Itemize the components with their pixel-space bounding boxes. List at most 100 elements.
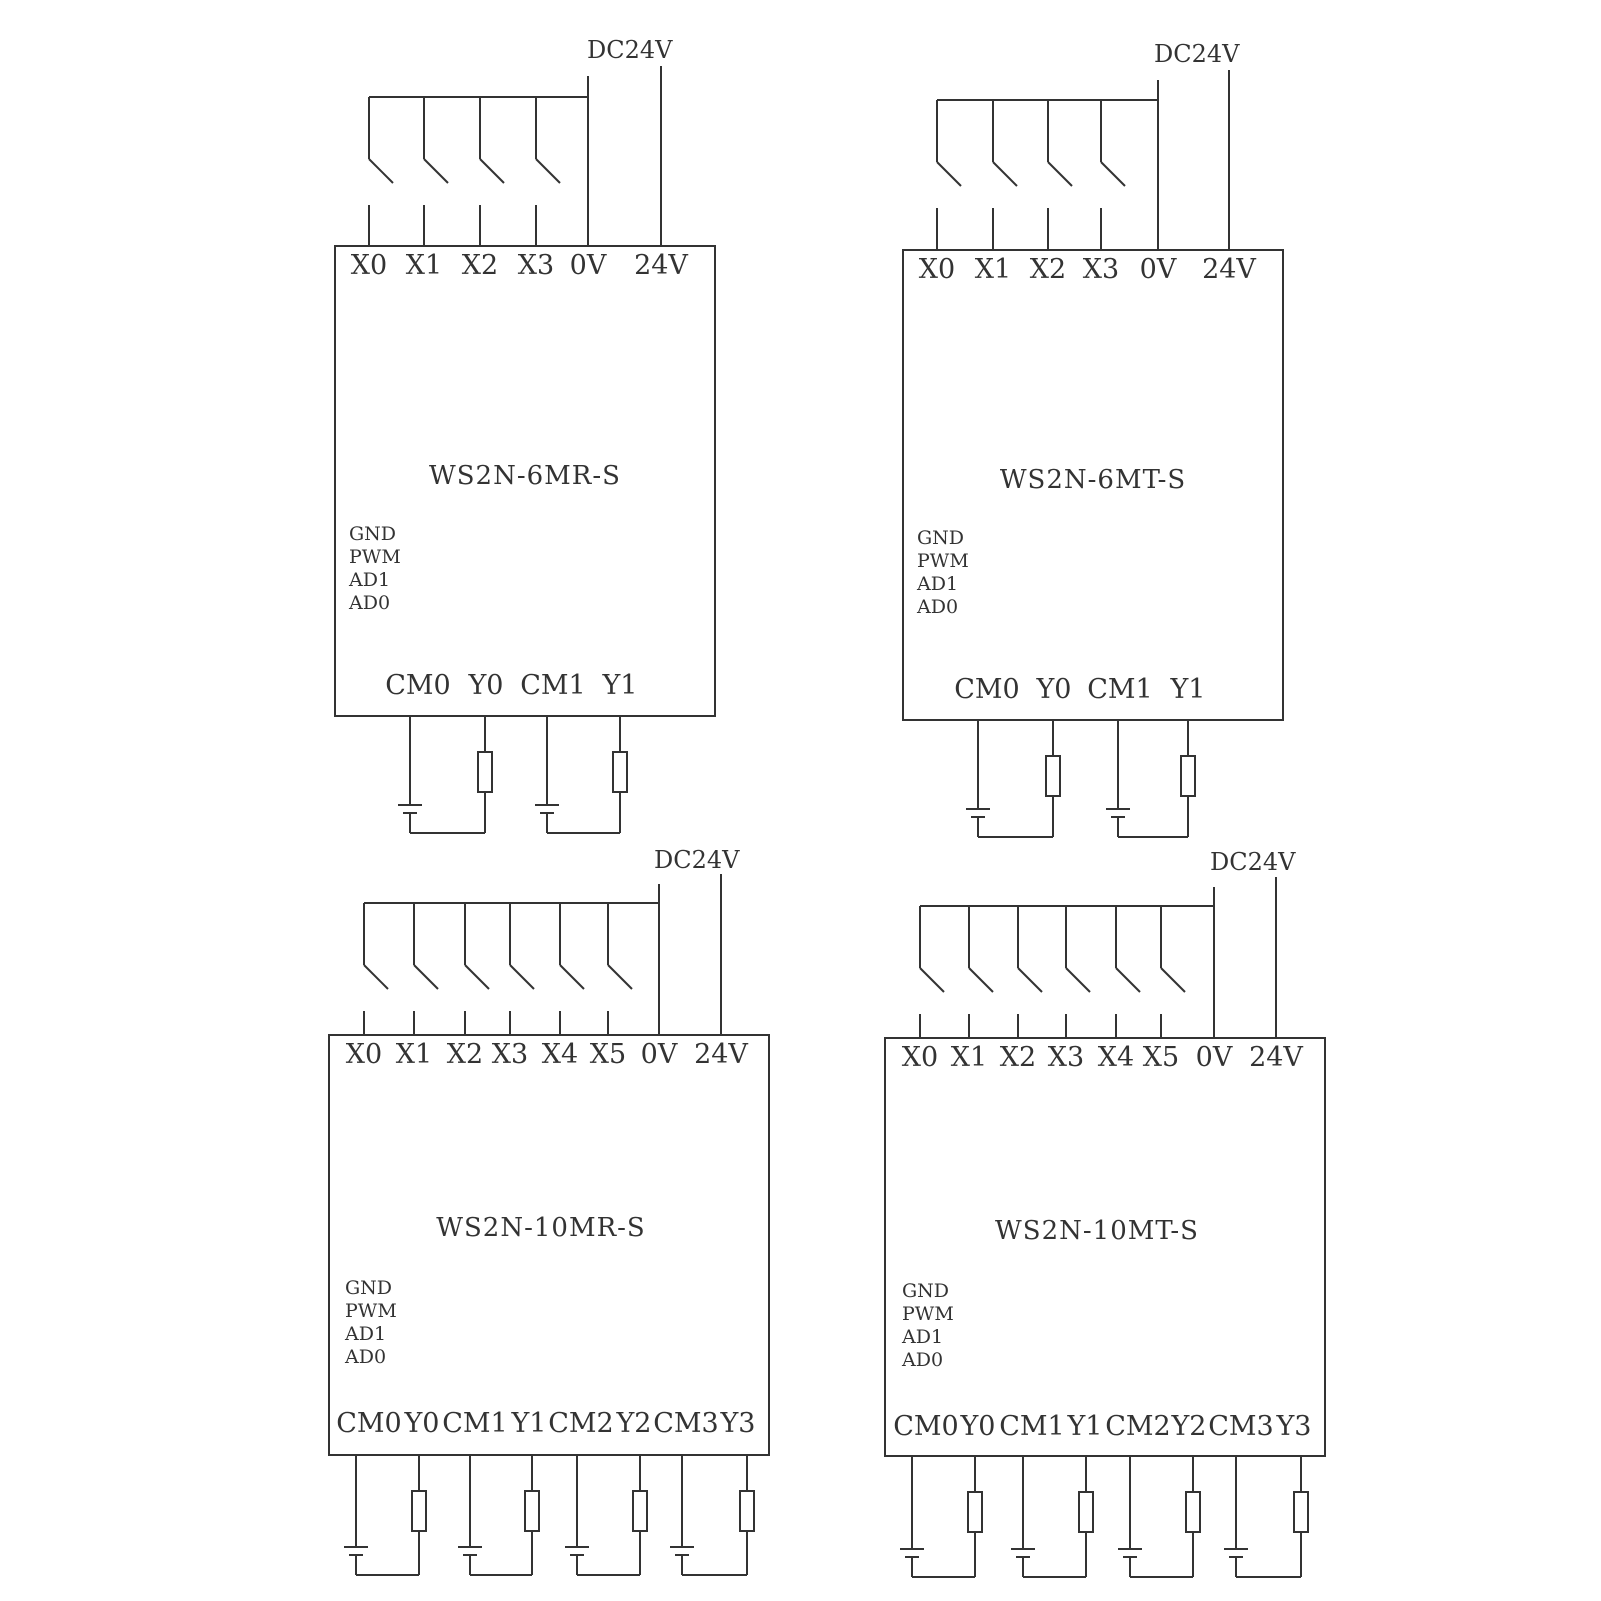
input-terminal-label: X0 xyxy=(351,250,387,281)
switch-blade xyxy=(1017,967,1043,993)
supply-label: DC24V xyxy=(1210,848,1296,876)
input-terminal-label: X3 xyxy=(1048,1042,1084,1073)
plc-module-box xyxy=(884,1037,1326,1457)
output-loop-y0 xyxy=(344,1455,427,1576)
model-name: WS2N-10MT-S xyxy=(995,1216,1199,1246)
input-switch-x3 xyxy=(1065,906,1091,1040)
input-terminal-label: X4 xyxy=(542,1039,578,1070)
output-terminal-label: Y3 xyxy=(719,1408,755,1439)
side-terminal-label: AD0 xyxy=(916,596,958,618)
output-loop-y0 xyxy=(398,716,493,834)
output-loop-y1 xyxy=(1011,1456,1094,1578)
switch-blade xyxy=(535,158,561,184)
switch-blade xyxy=(363,964,389,990)
output-loop-y3 xyxy=(670,1455,755,1576)
supply-label: DC24V xyxy=(587,36,673,64)
output-loop-y1 xyxy=(535,716,628,834)
switch-blade xyxy=(413,964,439,990)
input-switch-x1 xyxy=(992,100,1018,250)
common-terminal-label: 24V xyxy=(634,250,688,281)
input-switch-x0 xyxy=(936,100,962,250)
input-terminal-label: X3 xyxy=(1083,254,1119,285)
output-terminal-label: CM1 xyxy=(999,1411,1064,1442)
side-terminal-label: AD0 xyxy=(901,1349,943,1371)
input-terminal-label: X2 xyxy=(1000,1042,1036,1073)
output-terminal-label: CM1 xyxy=(520,670,585,701)
output-loop-y0 xyxy=(900,1456,983,1578)
switch-blade xyxy=(509,964,535,990)
switch-blade xyxy=(1065,967,1091,993)
output-loop-y1 xyxy=(1106,720,1196,838)
supply-label: DC24V xyxy=(654,846,740,874)
input-switch-x3 xyxy=(509,903,535,1037)
input-terminal-label: X0 xyxy=(919,254,955,285)
output-terminal-label: Y0 xyxy=(959,1411,995,1442)
switch-blade xyxy=(919,967,945,993)
input-switch-x1 xyxy=(423,97,449,246)
output-loop-y0 xyxy=(966,720,1061,838)
switch-blade xyxy=(1100,161,1126,187)
input-switch-x2 xyxy=(464,903,490,1037)
switch-blade xyxy=(368,158,394,184)
side-terminal-label: GND xyxy=(349,523,396,545)
input-terminal-label: X1 xyxy=(406,250,442,281)
side-terminal-label: GND xyxy=(345,1277,392,1299)
side-terminal-label: PWM xyxy=(902,1303,954,1325)
switch-blade xyxy=(1115,967,1141,993)
load-resistor xyxy=(1180,755,1196,797)
input-switch-x2 xyxy=(479,97,505,246)
common-terminal-label: 24V xyxy=(1202,254,1256,285)
input-switch-x4 xyxy=(559,903,585,1037)
plc-module-box xyxy=(334,245,716,717)
side-terminal-label: AD1 xyxy=(901,1326,943,1348)
output-loop-y3 xyxy=(1224,1456,1309,1578)
output-terminal-label: Y2 xyxy=(615,1408,651,1439)
load-resistor xyxy=(1185,1491,1201,1533)
load-resistor xyxy=(1078,1491,1094,1533)
input-switch-x2 xyxy=(1047,100,1073,250)
input-terminal-label: X4 xyxy=(1098,1042,1134,1073)
input-switch-x5 xyxy=(1160,906,1186,1040)
common-terminal-label: 0V xyxy=(1140,254,1177,285)
output-terminal-label: CM1 xyxy=(442,1408,507,1439)
switch-blade xyxy=(968,967,994,993)
common-terminal-label: 24V xyxy=(694,1039,748,1070)
input-terminal-label: X1 xyxy=(396,1039,432,1070)
output-terminal-label: Y1 xyxy=(601,670,637,701)
input-switch-x2 xyxy=(1017,906,1043,1040)
side-terminal-label: AD1 xyxy=(916,573,958,595)
output-terminal-label: Y3 xyxy=(1275,1411,1311,1442)
model-name: WS2N-6MT-S xyxy=(1000,465,1186,495)
side-terminal-label: AD1 xyxy=(344,1323,386,1345)
output-terminal-label: Y1 xyxy=(510,1408,546,1439)
input-terminal-label: X1 xyxy=(975,254,1011,285)
output-terminal-label: CM3 xyxy=(1208,1411,1273,1442)
input-switch-x3 xyxy=(535,97,561,246)
output-terminal-label: CM3 xyxy=(653,1408,718,1439)
switch-blade xyxy=(936,161,962,187)
input-terminal-label: X5 xyxy=(590,1039,626,1070)
input-switch-x0 xyxy=(919,906,945,1040)
input-terminal-label: X0 xyxy=(902,1042,938,1073)
input-switch-x0 xyxy=(368,97,394,246)
supply-label: DC24V xyxy=(1154,40,1240,68)
output-loop-y2 xyxy=(565,1455,648,1576)
output-terminal-label: CM1 xyxy=(1087,674,1152,705)
output-loop-y1 xyxy=(458,1455,540,1576)
load-resistor xyxy=(524,1490,540,1532)
output-terminal-label: CM0 xyxy=(385,670,450,701)
load-resistor xyxy=(1045,755,1061,797)
output-loop-y2 xyxy=(1118,1456,1201,1578)
input-switch-x3 xyxy=(1100,100,1126,250)
input-switch-x0 xyxy=(363,903,389,1037)
common-terminal-label: 0V xyxy=(641,1039,678,1070)
common-terminal-label: 24V xyxy=(1249,1042,1303,1073)
input-switch-x4 xyxy=(1115,906,1141,1040)
output-terminal-label: CM0 xyxy=(336,1408,401,1439)
output-terminal-label: Y1 xyxy=(1066,1411,1102,1442)
input-terminal-label: X3 xyxy=(518,250,554,281)
common-terminal-label: 0V xyxy=(1196,1042,1233,1073)
switch-blade xyxy=(992,161,1018,187)
